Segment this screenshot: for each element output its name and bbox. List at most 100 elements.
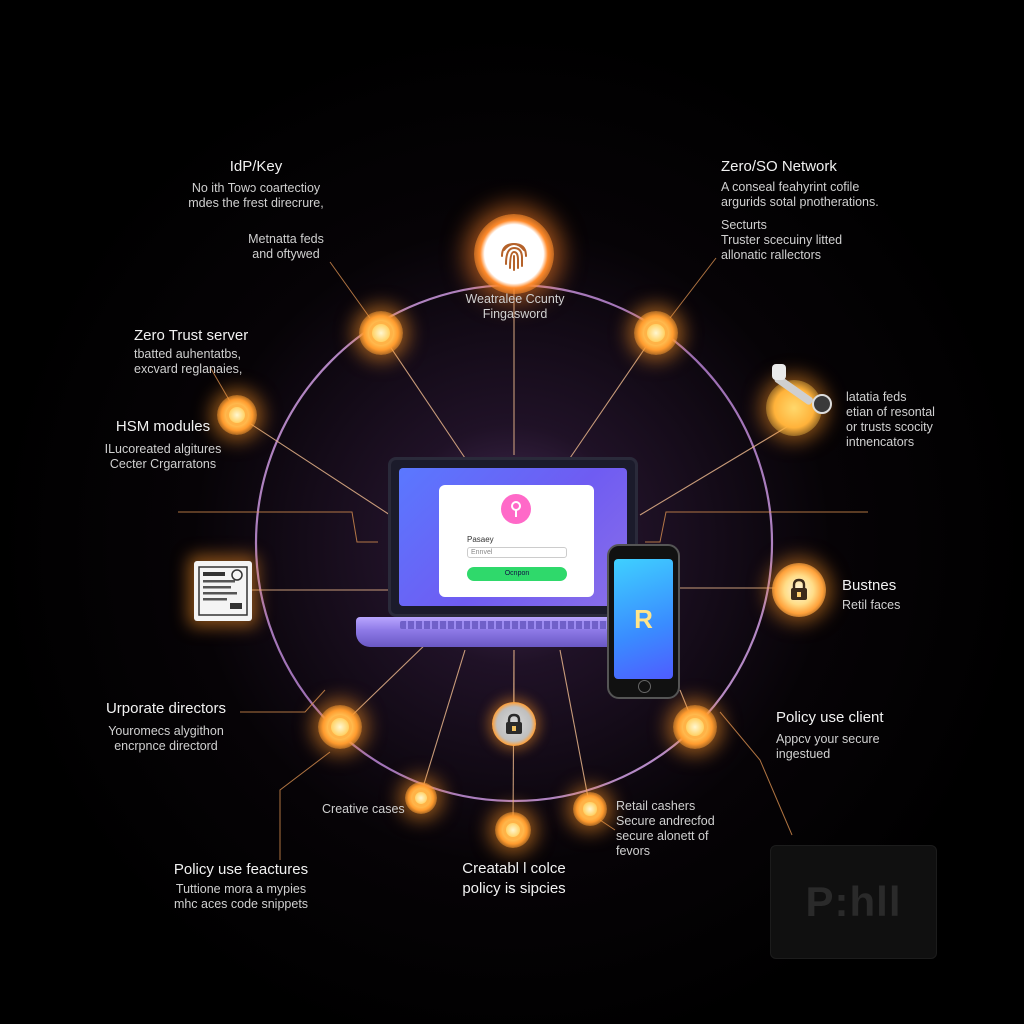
- lock-icon: [506, 713, 522, 734]
- badge-lock-icon: [791, 578, 807, 600]
- label-top-center: Weatralee Ccunty Fingasword: [440, 292, 590, 322]
- label-line: Creative cases: [322, 802, 405, 816]
- label-line: Retil faces: [842, 598, 901, 612]
- leader: [178, 511, 378, 543]
- key-icon: [772, 364, 832, 414]
- key-orb: [766, 364, 832, 436]
- label-urporate: Urporate directors Youromecs alygithon e…: [92, 700, 240, 754]
- label-line: ILucoreated algitures: [104, 442, 222, 456]
- leader: [719, 711, 793, 836]
- laptop-display: Pasaey Ennvel Ocnpon: [399, 468, 627, 606]
- label-idp: IdP/Key No ith Towɔ coartectioy mdes the…: [168, 158, 344, 211]
- node-bottom: [495, 812, 531, 848]
- label-title: HSM modules: [115, 418, 211, 435]
- fingerprint-orb: [474, 214, 554, 294]
- watermark-box: P:hll: [770, 845, 937, 959]
- label-line: fevors: [616, 844, 651, 858]
- spoke: [569, 331, 657, 459]
- label-line: Tuttione mora a mypies: [175, 882, 307, 896]
- node-creative: [405, 782, 437, 814]
- label-line: Fingasword: [482, 307, 548, 321]
- label-line: mdes the frest direcrure,: [188, 196, 324, 210]
- label-line: Cecter Crgarratons: [109, 457, 217, 471]
- business-orb: [772, 563, 826, 617]
- label-line: No ith Towɔ coartectioy: [191, 181, 321, 195]
- label-line: intnencators: [846, 435, 915, 449]
- leader: [645, 511, 868, 543]
- label-meta-left: Metnatta feds and oftywed: [228, 232, 344, 262]
- label-business: Bustnes Retil faces: [842, 577, 932, 613]
- label-line: policy is sipcies: [462, 880, 566, 897]
- label-creatabl: Creatabl l colce policy is sipcies: [440, 860, 588, 898]
- login-input[interactable]: Ennvel: [467, 547, 567, 558]
- label-title: Zero Trust server: [134, 327, 249, 344]
- label-policy-client: Policy use client Appcv your secure inge…: [776, 709, 916, 762]
- leader: [329, 261, 371, 319]
- label-line: encrpnce directord: [114, 739, 218, 753]
- watermark-text: P:hll: [805, 878, 902, 925]
- phone-screen: R: [614, 559, 673, 679]
- label-line: Appcv your secure: [776, 732, 880, 746]
- key-badge-icon: [501, 494, 531, 524]
- spoke: [639, 424, 791, 516]
- label-line: Retail cashers: [616, 799, 696, 813]
- label-line: Truster scecuiny litted: [721, 233, 843, 247]
- label-title: Bustnes: [842, 577, 897, 594]
- node-hsm: [217, 395, 257, 435]
- label-creative-cases: Creative cases: [322, 802, 405, 817]
- label-line: Secturts: [721, 218, 767, 232]
- spoke: [236, 414, 391, 516]
- label-title: Urporate directors: [105, 700, 227, 717]
- node-top-left: [359, 311, 403, 355]
- label-title: Policy use client: [776, 709, 884, 726]
- label-retail: Retail cashers Secure andrecfod secure a…: [616, 799, 746, 859]
- label-title: IdP/Key: [229, 158, 283, 175]
- label-policy-features: Policy use feactures Tuttione mora a myp…: [160, 861, 322, 912]
- label-line: ingestued: [776, 747, 831, 761]
- laptop: Pasaey Ennvel Ocnpon: [388, 457, 638, 617]
- label-title: Policy use feactures: [173, 861, 309, 878]
- fingerprint-icon: [501, 242, 527, 271]
- spoke: [419, 649, 466, 798]
- login-field-label: Pasaey: [467, 535, 494, 544]
- laptop-keyboard: [400, 621, 630, 629]
- phone-glyph: R: [634, 603, 653, 634]
- label-zt-server: Zero Trust server tbatted auhentatbs, ex…: [134, 327, 274, 377]
- label-leaders: [178, 257, 868, 860]
- label-zero-so: Zero/SO Network A conseal feahyrint cofi…: [721, 158, 901, 263]
- label-line: A conseal feahyrint cofile: [721, 180, 860, 194]
- label-line: Youromecs alygithon: [108, 724, 224, 738]
- leader: [669, 257, 717, 319]
- login-button[interactable]: Ocnpon: [467, 567, 567, 581]
- login-card: Pasaey Ennvel Ocnpon: [439, 485, 594, 597]
- label-line: excvard reglanaies,: [134, 362, 243, 376]
- label-line: Weatralee Ccunty: [465, 292, 565, 306]
- spoke: [380, 332, 466, 459]
- certificate-icon: [198, 566, 248, 616]
- node-retail: [573, 792, 607, 826]
- spoke: [559, 649, 591, 809]
- leader: [240, 689, 326, 713]
- label-title: Creatabl l colce: [462, 860, 566, 877]
- label-line: mhc aces code snippets: [173, 897, 309, 911]
- label-meta-right: latatia feds etian of resontal or trusts…: [846, 390, 966, 450]
- node-bottom-right: [673, 705, 717, 749]
- label-line: tbatted auhentatbs,: [134, 347, 242, 361]
- label-line: Metnatta feds: [248, 232, 324, 246]
- label-line: and oftywed: [252, 247, 320, 261]
- leader: [279, 751, 331, 860]
- label-line: secure alonett of: [616, 829, 709, 843]
- certificate-card: [194, 561, 252, 621]
- leader: [599, 819, 616, 831]
- label-line: argurids sotal pnotherations.: [721, 195, 879, 209]
- smartphone: R: [607, 544, 680, 699]
- label-line: or trusts scocity: [846, 420, 933, 434]
- label-line: etian of resontal: [846, 405, 935, 419]
- label-line: allonatic rallectors: [721, 248, 822, 262]
- label-line: Secure andrecfod: [616, 814, 715, 828]
- lock-orb: [492, 702, 536, 746]
- phone-home-button: [638, 680, 651, 693]
- label-line: latatia feds: [846, 390, 907, 404]
- label-title: Zero/SO Network: [721, 158, 837, 175]
